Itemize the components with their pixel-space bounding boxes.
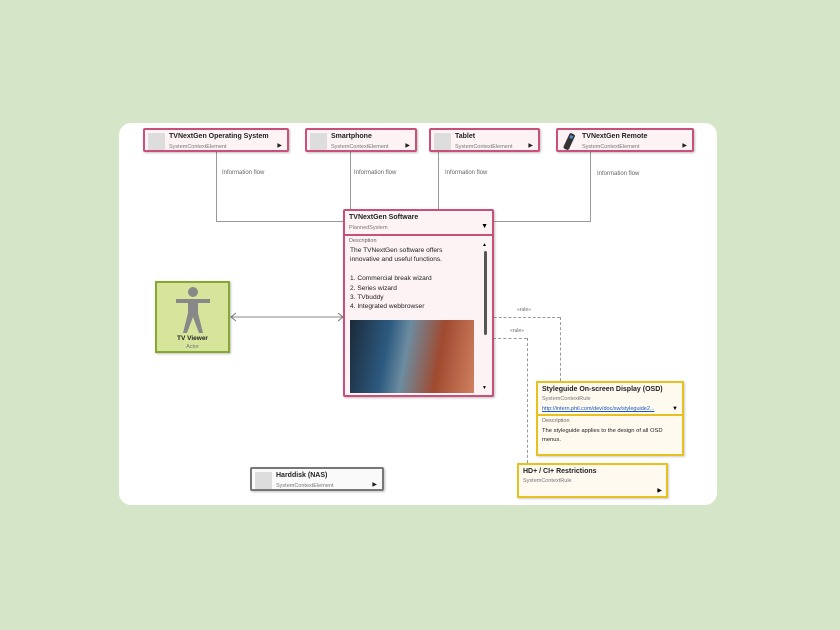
description-line: innovative and useful functions.: [350, 256, 443, 264]
node-type: SystemContextElement: [331, 144, 389, 150]
node-title: Smartphone: [331, 133, 372, 140]
flow-label: Information flow: [354, 170, 397, 176]
node-title: TVNextGen Software: [349, 214, 419, 221]
node-type: SystemContextElement: [276, 483, 334, 489]
expand-arrow-icon[interactable]: ▶: [372, 482, 377, 488]
placeholder-image-icon: [148, 133, 165, 150]
divider: [345, 234, 492, 236]
description-line: The TVNextGen software offers: [350, 247, 443, 254]
description-label: Description: [542, 418, 570, 424]
scrollbar-thumb[interactable]: [484, 251, 487, 335]
placeholder-image-icon: [434, 133, 451, 150]
feature-item: 4. Integrated webbrowser: [350, 303, 425, 311]
description-text: The styleguide applies to the design of …: [542, 428, 663, 443]
actor-title: TV Viewer: [177, 335, 208, 342]
connector: [438, 152, 439, 209]
dropdown-arrow-icon[interactable]: ▼: [481, 223, 488, 230]
bidirectional-arrow: [230, 312, 344, 322]
node-tablet[interactable]: Tablet SystemContextElement ▶: [429, 128, 540, 152]
rule-hd-ci[interactable]: HD+ / CI+ Restrictions SystemContextRule…: [517, 463, 668, 498]
rule-label: «rule»: [517, 307, 531, 313]
node-type: SystemContextElement: [169, 144, 227, 150]
flow-label: Information flow: [597, 171, 640, 177]
feature-item: 1. Commercial break wizard: [350, 275, 432, 283]
node-harddisk[interactable]: Harddisk (NAS) SystemContextElement ▶: [250, 467, 384, 491]
node-software[interactable]: TVNextGen Software PlannedSystem ▼ Descr…: [343, 209, 494, 397]
divider: [538, 414, 682, 416]
rule-connector: [560, 317, 561, 381]
description-text: The TVNextGen software offers innovative…: [350, 246, 480, 312]
actor-type: Actor: [186, 344, 199, 350]
placeholder-image-icon: [310, 133, 327, 150]
node-type: SystemContextElement: [582, 144, 640, 150]
dropdown-arrow-icon[interactable]: ▼: [672, 406, 678, 412]
connector: [216, 221, 344, 222]
node-title: Tablet: [455, 133, 476, 140]
rule-link[interactable]: http://intern.phil.com/dev/doc/sw/styleg…: [542, 406, 655, 412]
scroll-up-icon[interactable]: ▲: [482, 242, 487, 248]
feature-item: 2. Series wizard: [350, 284, 397, 292]
node-title: Harddisk (NAS): [276, 472, 328, 479]
rule-connector: [489, 317, 560, 318]
rule-connector: [493, 338, 527, 339]
tv-photo: [350, 320, 474, 393]
flow-label: Information flow: [445, 170, 488, 176]
expand-arrow-icon[interactable]: ▶: [405, 143, 410, 149]
rule-type: SystemContextRule: [523, 478, 572, 484]
node-title: TVNextGen Operating System: [169, 133, 269, 140]
connector: [590, 152, 591, 221]
rule-connector: [527, 338, 528, 463]
scroll-down-icon[interactable]: ▼: [482, 385, 487, 391]
person-icon: [176, 287, 210, 333]
actor-tv-viewer[interactable]: TV Viewer Actor: [155, 281, 230, 353]
feature-item: 3. TVbuddy: [350, 294, 384, 302]
connector: [216, 152, 217, 221]
expand-arrow-icon[interactable]: ▶: [682, 143, 687, 149]
node-smartphone[interactable]: Smartphone SystemContextElement ▶: [305, 128, 417, 152]
expand-arrow-icon[interactable]: ▶: [528, 143, 533, 149]
flow-label: Information flow: [222, 170, 265, 176]
remote-control-icon: [563, 133, 575, 150]
node-operating-system[interactable]: TVNextGen Operating System SystemContext…: [143, 128, 289, 152]
node-remote[interactable]: TVNextGen Remote SystemContextElement ▶: [556, 128, 694, 152]
expand-arrow-icon[interactable]: ▶: [277, 143, 282, 149]
expand-arrow-icon[interactable]: ▶: [657, 488, 662, 494]
connector: [350, 152, 351, 209]
node-type: SystemContextElement: [455, 144, 513, 150]
node-title: TVNextGen Remote: [582, 133, 648, 140]
rule-label: «rule»: [510, 328, 524, 334]
rule-type: SystemContextRule: [542, 396, 591, 402]
node-type: PlannedSystem: [349, 225, 388, 231]
description-label: Description: [349, 238, 377, 244]
rule-styleguide[interactable]: Styleguide On-screen Display (OSD) Syste…: [536, 381, 684, 456]
connector: [493, 221, 591, 222]
rule-title: Styleguide On-screen Display (OSD): [542, 386, 663, 393]
rule-title: HD+ / CI+ Restrictions: [523, 468, 597, 475]
placeholder-image-icon: [255, 472, 272, 489]
